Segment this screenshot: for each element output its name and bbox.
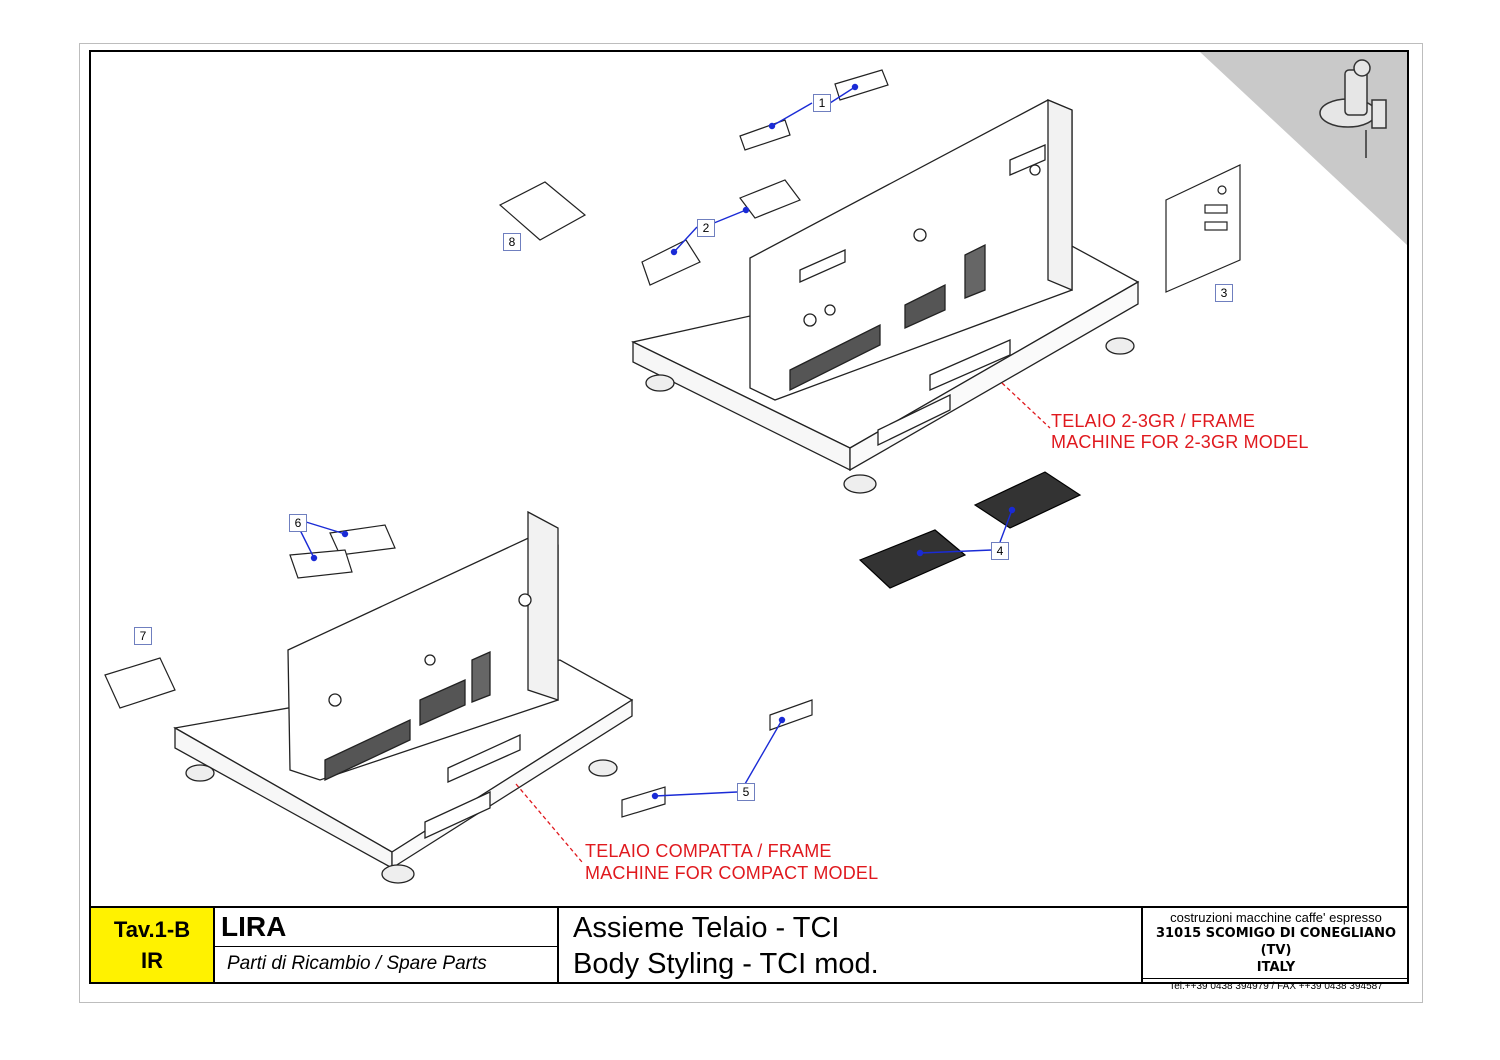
company-country: ITALY xyxy=(1256,960,1296,975)
drawing-border xyxy=(89,50,1409,984)
company-tagline: costruzioni macchine caffe' espresso xyxy=(1170,910,1382,925)
part-4-grids xyxy=(858,471,1082,589)
note-frame-large-line2: MACHINE FOR 2-3GR MODEL xyxy=(1051,432,1309,452)
callout-4: 4 xyxy=(991,542,1009,560)
table-id-line1: Tav.1-B xyxy=(113,917,191,942)
description-line1: Assieme Telaio - TCI xyxy=(573,912,840,944)
frame-large xyxy=(631,99,1140,494)
callout-7: 7 xyxy=(134,627,152,645)
callout-1: 1 xyxy=(813,94,831,112)
company-box: costruzioni macchine caffe' espresso 310… xyxy=(1143,908,1409,992)
leader-lines xyxy=(299,83,1016,800)
note-frame-compact-line2: MACHINE FOR COMPACT MODEL xyxy=(585,863,879,883)
grinder-icon xyxy=(1319,59,1387,158)
model-name: LIRA xyxy=(221,911,287,942)
note-frame-compact-line1: TELAIO COMPATTA / FRAME xyxy=(585,841,832,861)
callout-2: 2 xyxy=(697,219,715,237)
description-line2: Body Styling - TCI mod. xyxy=(573,948,879,980)
callout-5: 5 xyxy=(737,783,755,801)
callout-6: 6 xyxy=(289,514,307,532)
part-8-bracket xyxy=(498,181,587,241)
note-frame-large-line1: TELAIO 2-3GR / FRAME xyxy=(1051,411,1256,431)
model-subtitle: Parti di Ricambio / Spare Parts xyxy=(215,946,559,982)
description-box: Assieme Telaio - TCI Body Styling - TCI … xyxy=(559,908,1143,982)
company-contact: Tel.++39 0438 394979 / FAX ++39 0438 394… xyxy=(1143,978,1409,995)
callout-3: 3 xyxy=(1215,284,1233,302)
title-block: Tav.1-B IR LIRA Parti di Ricambio / Spar… xyxy=(89,906,1409,992)
company-address: 31015 SCOMIGO DI CONEGLIANO (TV) xyxy=(1155,926,1397,958)
model-box: LIRA Parti di Ricambio / Spare Parts xyxy=(215,908,559,982)
note-leaders xyxy=(515,382,1051,863)
table-id-line2: IR xyxy=(141,948,163,973)
table-id-box: Tav.1-B IR xyxy=(91,908,215,982)
part-2-brackets xyxy=(641,179,801,286)
frame-compact xyxy=(173,510,634,884)
part-7-bracket xyxy=(104,657,176,709)
callout-8: 8 xyxy=(503,233,521,251)
part-3-panel xyxy=(1165,164,1241,293)
